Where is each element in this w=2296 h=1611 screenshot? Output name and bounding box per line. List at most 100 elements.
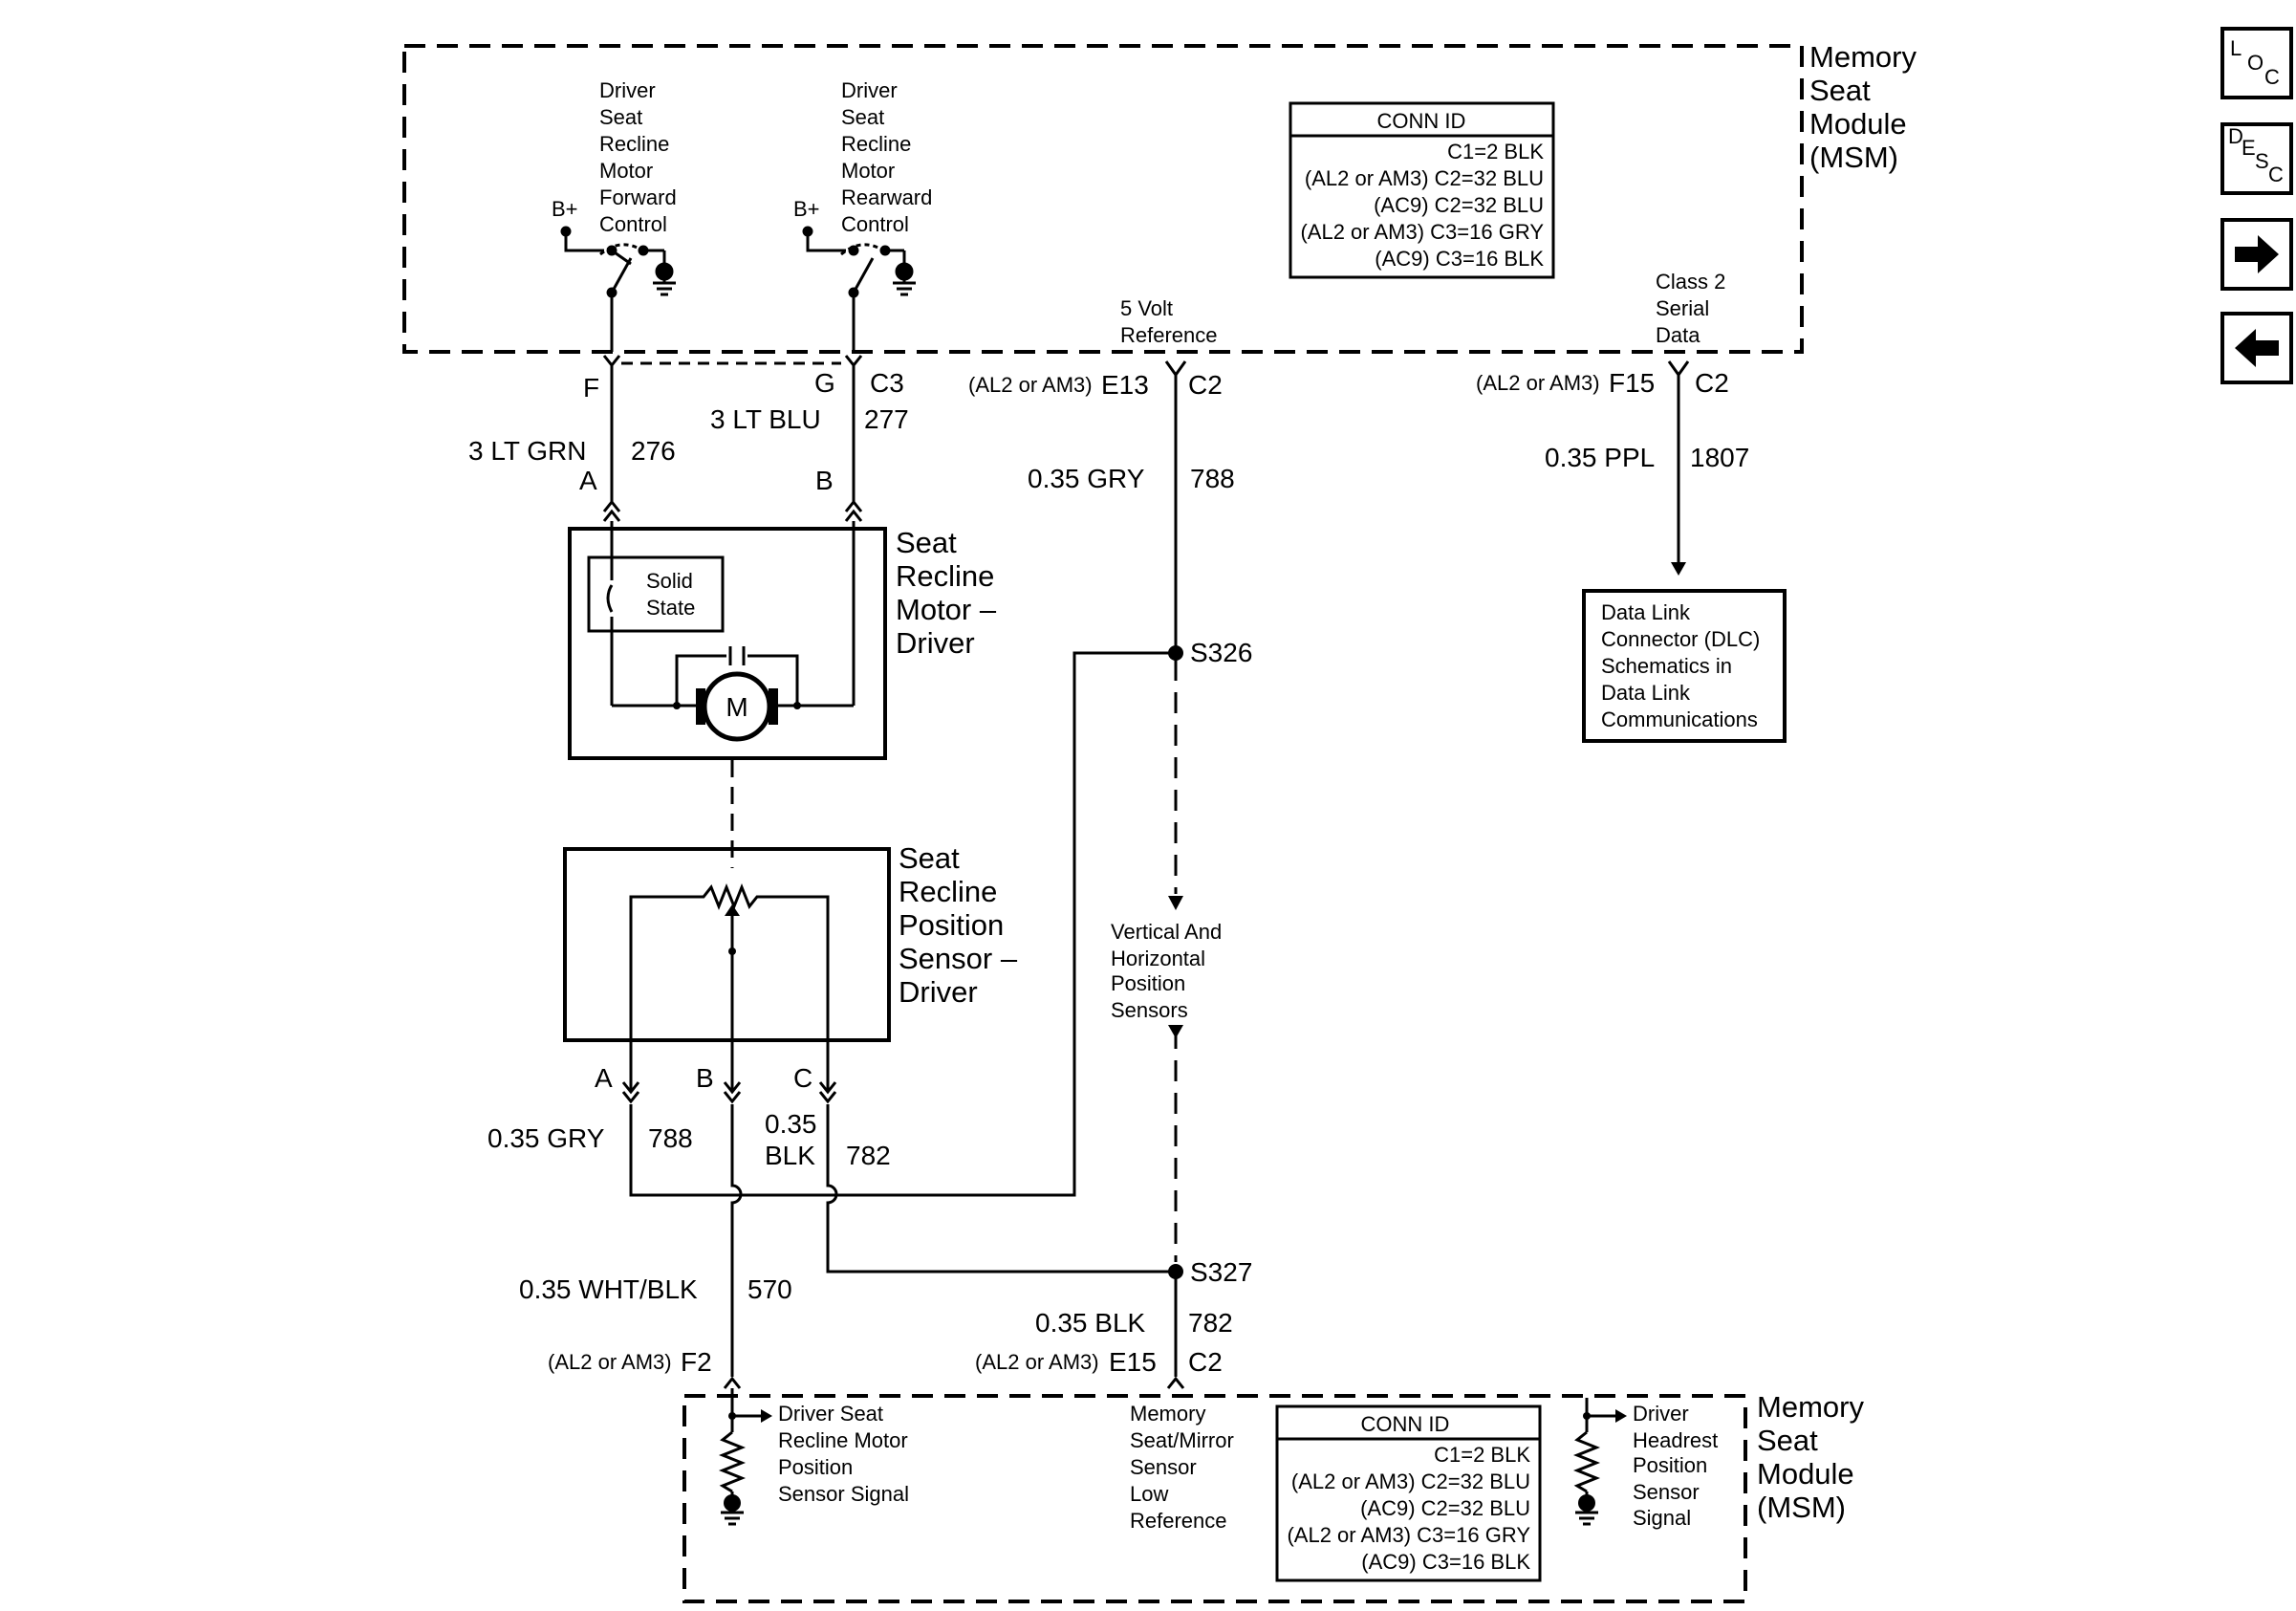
wire-1807-number: 1807 — [1690, 443, 1749, 472]
splice-s326-dot — [1168, 645, 1183, 661]
wire-277-number: 277 — [864, 404, 909, 434]
conn-id-title: CONN ID — [1361, 1412, 1450, 1436]
conn-id-table-bottom: CONN ID C1=2 BLK (AL2 or AM3) C2=32 BLU … — [1275, 1404, 1542, 1582]
conn-id-row: (AL2 or AM3) C2=32 BLU — [1291, 1469, 1530, 1493]
pin-f2: F2 — [681, 1347, 712, 1377]
fwd-control-label: Driver Seat Recline Motor Forward Contro… — [599, 78, 682, 236]
position-sensor — [563, 847, 891, 1090]
msm-top-module: Memory Seat Module (MSM) Driver Seat Rec… — [402, 40, 1925, 354]
conn-id-row: (AC9) C2=32 BLU — [1360, 1496, 1530, 1520]
pin-g: G — [814, 368, 835, 398]
svg-text:Data Link Connector (DLC: Data Link Connector (DLC) Schematics in … — [1601, 600, 1765, 731]
arrow-left-icon — [2235, 329, 2279, 367]
svg-text:O: O — [2247, 51, 2264, 75]
wire-782-color-b: BLK — [765, 1141, 815, 1170]
pin-a-top: A — [579, 466, 597, 495]
sensor-pin-a: A — [595, 1063, 613, 1093]
pin-f: F — [583, 373, 599, 403]
wire-788-lower-color: 0.35 GRY — [487, 1123, 605, 1153]
svg-text:C: C — [2268, 163, 2284, 186]
pin-e13: E13 — [1101, 370, 1149, 400]
splice-s327-dot — [1168, 1264, 1183, 1279]
conn-id-title: CONN ID — [1377, 109, 1466, 133]
rear-control-switch: B+ — [793, 197, 916, 352]
wire-782-number: 782 — [846, 1141, 891, 1170]
conn-id-row: (AC9) C3=16 BLK — [1375, 247, 1544, 271]
low-reference-label: Memory Seat/Mirror Sensor Low Reference — [1130, 1402, 1240, 1533]
arrow-right-icon — [2235, 235, 2279, 273]
sensor-title: Seat Recline Position Sensor – Driver — [899, 841, 1026, 1009]
splice-s326: S326 — [1190, 638, 1252, 667]
svg-text:B+: B+ — [793, 197, 820, 221]
recline-signal-label: Driver Seat Recline Motor Position Senso… — [778, 1402, 914, 1506]
wire-570-color: 0.35 WHT/BLK — [519, 1274, 698, 1304]
msm-bottom-module: Memory Seat Module (MSM) Driver Seat Rec… — [682, 1388, 1873, 1603]
wire-782-color-a: 0.35 — [765, 1109, 817, 1139]
arrowheads — [1168, 562, 1686, 1038]
pin-f15-option: (AL2 or AM3) — [1476, 371, 1600, 395]
msm-bottom-boundary — [682, 1394, 1747, 1603]
fwd-control-switch: B+ — [552, 197, 676, 352]
msm-bottom-title: Memory Seat Module (MSM) — [1757, 1390, 1873, 1524]
msm-top-boundary — [402, 44, 1804, 354]
conn-id-row: (AC9) C2=32 BLU — [1374, 193, 1544, 217]
wires — [602, 365, 1680, 1377]
svg-text:E: E — [2242, 136, 2256, 160]
splice-s327: S327 — [1190, 1257, 1252, 1287]
pin-c2: C2 — [1188, 1347, 1223, 1377]
wire-788-color: 0.35 GRY — [1028, 464, 1145, 493]
wire-788-lower-number: 788 — [648, 1123, 693, 1153]
conn-id-table-top: CONN ID C1=2 BLK (AL2 or AM3) C2=32 BLU … — [1289, 101, 1555, 279]
wire-1807-color: 0.35 PPL — [1545, 443, 1655, 472]
conn-id-row: C1=2 BLK — [1447, 140, 1544, 163]
ref-5v-label: 5 Volt Reference — [1120, 296, 1218, 347]
pin-c2: C2 — [1188, 370, 1223, 400]
loc-button[interactable]: L O C — [2220, 27, 2293, 99]
motor-m-label: M — [726, 692, 747, 722]
wire-788-number: 788 — [1190, 464, 1235, 493]
previous-page-button[interactable] — [2220, 312, 2293, 384]
pin-f2-option: (AL2 or AM3) — [548, 1350, 672, 1374]
wire-570-number: 570 — [747, 1274, 792, 1304]
headrest-signal-label: Driver Headrest Position Sensor Signal — [1633, 1402, 1723, 1530]
pin-e15: E15 — [1109, 1347, 1157, 1377]
recline-signal-resistor — [718, 1388, 763, 1526]
desc-button[interactable]: D E S C — [2220, 122, 2293, 195]
pin-e13-option: (AL2 or AM3) — [968, 373, 1093, 397]
svg-text:B+: B+ — [552, 197, 578, 221]
svg-text:C: C — [2264, 65, 2280, 89]
recline-motor: Solid State M — [568, 521, 887, 760]
sensor-pin-c: C — [793, 1063, 812, 1093]
svg-text:S: S — [2255, 149, 2269, 173]
conn-id-row: (AL2 or AM3) C3=16 GRY — [1287, 1523, 1530, 1547]
conn-id-row: (AL2 or AM3) C2=32 BLU — [1305, 166, 1544, 190]
conn-id-row: (AL2 or AM3) C3=16 GRY — [1300, 220, 1544, 244]
conn-id-row: (AC9) C3=16 BLK — [1361, 1550, 1530, 1574]
connector-pins-bottom — [723, 1376, 1185, 1389]
wire-782-bottom-number: 782 — [1188, 1308, 1233, 1338]
solid-state-label: Solid State — [646, 569, 699, 620]
motor-symbol — [702, 671, 772, 742]
next-page-button[interactable] — [2220, 218, 2293, 291]
wire-276-number: 276 — [631, 436, 676, 466]
svg-text:D: D — [2228, 124, 2243, 148]
svg-text:L: L — [2230, 36, 2242, 60]
wire-782-bottom-color: 0.35 BLK — [1035, 1308, 1146, 1338]
sensor-pin-arrows — [621, 1081, 837, 1104]
pin-e15-option: (AL2 or AM3) — [975, 1350, 1099, 1374]
wire-277-color: 3 LT BLU — [710, 404, 821, 434]
pin-b-top: B — [815, 466, 834, 495]
pin-c3: C3 — [870, 368, 904, 398]
dlc-box: Data Link Connector (DLC) Schematics in … — [1582, 589, 1787, 743]
vh-sensors-label: Vertical And Horizontal Position Sensors — [1111, 920, 1227, 1022]
msm-top-title: Memory Seat Module (MSM) — [1809, 40, 1925, 174]
conn-id-row: C1=2 BLK — [1434, 1443, 1530, 1467]
wire-276-color: 3 LT GRN — [468, 436, 586, 466]
rear-control-label: Driver Seat Recline Motor Rearward Contr… — [841, 78, 939, 236]
pin-f15: F15 — [1609, 368, 1655, 398]
motor-title: Seat Recline Motor – Driver — [896, 526, 1005, 660]
sensor-pin-b: B — [696, 1063, 714, 1093]
pin-c2: C2 — [1695, 368, 1729, 398]
class2-label: Class 2 Serial Data — [1656, 270, 1731, 347]
